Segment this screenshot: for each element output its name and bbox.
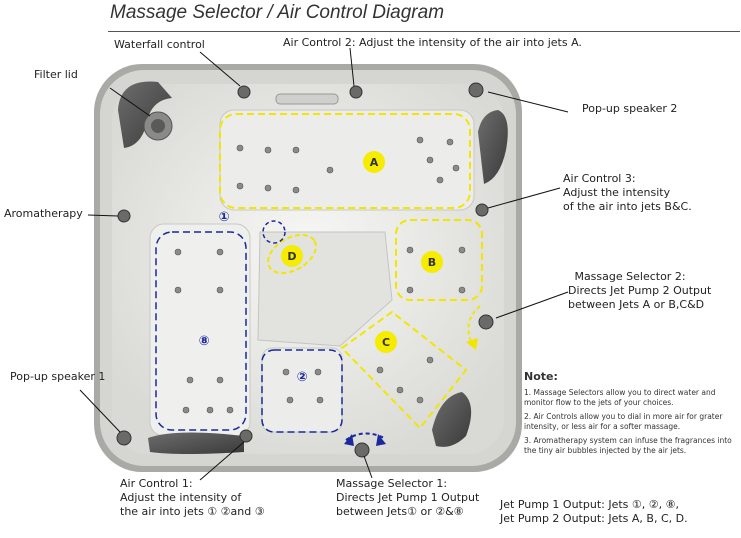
zone-a-label: A — [370, 156, 379, 169]
zone-c-label: C — [382, 336, 390, 349]
speaker-1-knob — [116, 430, 132, 446]
note-2: 2. Air Controls allow you to dial in mor… — [524, 412, 723, 431]
notes-box: Note: 1. Massage Selectors allow you to … — [524, 370, 738, 460]
zone-a-badge — [363, 151, 385, 173]
jet-output-summary: Jet Pump 1 Output: Jets ①, ②, ⑧, Jet Pum… — [500, 498, 688, 526]
massage-selector-1-knob — [354, 442, 370, 458]
air-control-1-line-2: Adjust the intensity of — [120, 491, 242, 504]
note-3: 3. Aromatherapy system can infuse the fr… — [524, 436, 732, 455]
air-control-1-line-1: Air Control 1: — [120, 477, 193, 490]
air-control-1-knob — [239, 429, 253, 443]
speaker-2-label: Pop-up speaker 2 — [582, 102, 678, 115]
waterfall — [275, 93, 339, 105]
massage-selector-1-label: Massage Selector 1: Directs Jet Pump 1 O… — [336, 477, 479, 519]
air-control-1-label: Air Control 1: Adjust the intensity of t… — [120, 477, 265, 519]
air-control-1-line-3: the air into jets ① ②and ③ — [120, 505, 265, 518]
air-control-3-label: Air Control 3: Adjust the intensity of t… — [563, 172, 692, 214]
massage-selector-2-knob — [478, 314, 494, 330]
zone-b-badge — [421, 251, 443, 273]
zone-d-badge — [281, 245, 303, 267]
notes-heading: Note: — [524, 370, 558, 383]
waterfall-control-label: Waterfall control — [114, 38, 205, 51]
jet-pump-1-output: Jet Pump 1 Output: Jets ①, ②, ⑧, — [500, 498, 679, 511]
pillow-bottom-right — [432, 392, 472, 447]
diagram-title: Massage Selector / Air Control Diagram — [110, 2, 445, 23]
jet-pump-2-output: Jet Pump 2 Output: Jets A, B, C, D. — [500, 512, 688, 525]
zone-c-outline — [340, 310, 468, 430]
selector-2-arrow — [467, 305, 481, 345]
note-1: 1. Massage Selectors allow you to direct… — [524, 388, 716, 407]
zone-2-label: ② — [296, 370, 307, 385]
pillow-bottom-left — [148, 432, 244, 454]
lounge-seat — [219, 109, 475, 211]
air-control-3-line-1: Air Control 3: — [563, 172, 636, 185]
speaker-1-label: Pop-up speaker 1 — [10, 370, 106, 383]
massage-selector-1-line-3: between Jets① or ②&⑧ — [336, 505, 464, 518]
air-control-2-knob — [349, 85, 363, 99]
air-control-2-label: Air Control 2: Adjust the intensity of t… — [283, 36, 582, 49]
pillow-top-left — [118, 81, 172, 148]
zone-8-label: ⑧ — [198, 334, 209, 349]
aromatherapy-knob — [117, 209, 131, 223]
zone-1-outline — [262, 220, 286, 244]
massage-selector-2-label: Massage Selector 2: Directs Jet Pump 2 O… — [568, 270, 712, 312]
waterfall-control-knob — [237, 85, 251, 99]
air-control-3-knob — [475, 203, 489, 217]
small-seat — [261, 347, 343, 433]
massage-selector-2-line-2: Directs Jet Pump 2 Output — [568, 284, 712, 297]
zone-8-outline — [155, 231, 247, 431]
zone-2-outline — [261, 349, 343, 433]
massage-selector-1-line-1: Massage Selector 1: — [336, 477, 448, 490]
filter-lid-label: Filter lid — [34, 68, 78, 81]
zone-1-label: ① — [218, 210, 229, 225]
left-seat — [149, 223, 251, 437]
zone-c-badge — [375, 331, 397, 353]
zone-b-label: B — [428, 256, 436, 269]
pillow-top-right — [478, 110, 508, 184]
speaker-2-knob — [468, 82, 484, 98]
air-control-3-line-3: of the air into jets B&C. — [563, 200, 692, 213]
massage-selector-2-line-1: Massage Selector 2: — [574, 270, 686, 283]
zone-d-label: D — [287, 250, 296, 263]
aromatherapy-label: Aromatherapy — [4, 207, 83, 220]
zone-d-outline — [267, 234, 317, 274]
massage-selector-2-line-3: between Jets A or B,C&D — [568, 298, 705, 311]
massage-selector-1-line-2: Directs Jet Pump 1 Output — [336, 491, 480, 504]
air-control-3-line-2: Adjust the intensity — [563, 186, 671, 199]
title-rule — [108, 31, 740, 32]
zone-b-outline — [395, 219, 483, 301]
